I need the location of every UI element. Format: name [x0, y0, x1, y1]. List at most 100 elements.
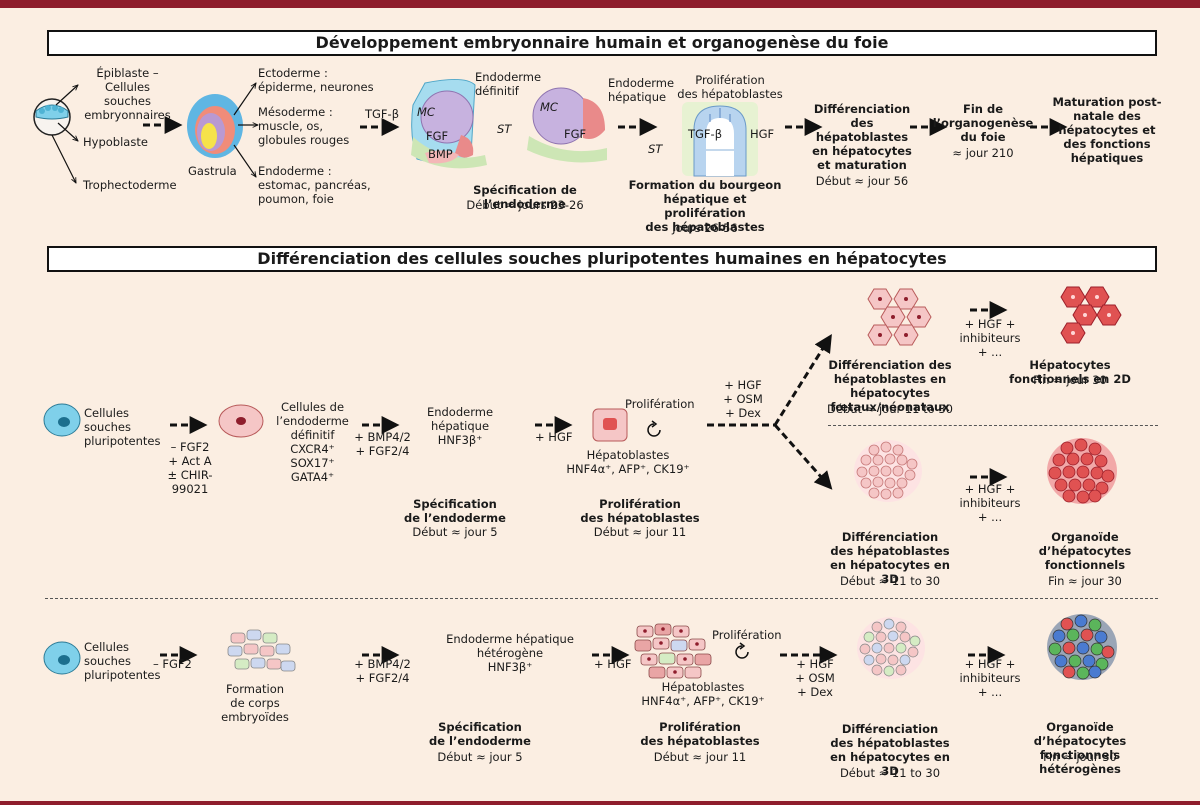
top-prolif-label: Prolifération des hépatoblastes	[677, 73, 783, 101]
bottom-stem-cell-icon	[43, 641, 81, 675]
mid-factors-1: – FGF2 + Act A ± CHIR-99021	[167, 440, 213, 496]
mesoderm-label: Mésoderme : muscle, os, globules rouges	[258, 105, 350, 147]
bottom-organoid-end: Fin ≈ jour 30	[1043, 750, 1117, 764]
mid-func2d-title: Hépatocytes fonctionnels en 2D	[1009, 358, 1131, 386]
postnatal-maturation-title: Maturation post- natale des hépatocytes …	[1052, 95, 1162, 165]
fgf-label-2: FGF	[564, 127, 587, 141]
top-section-title: Développement embryonnaire humain et org…	[47, 30, 1157, 56]
gastrula-label: Gastrula	[188, 164, 237, 178]
stem-cell-icon	[43, 403, 81, 437]
mid-stem-label: Cellules souches pluripotentes	[84, 406, 161, 448]
mid-arrow-3	[535, 416, 573, 434]
endoderm-spec-illustration	[411, 79, 487, 169]
bmp-label: BMP	[428, 147, 453, 161]
bottom-prolif-label: Prolifération	[712, 628, 782, 642]
gastrula-arrows	[233, 75, 262, 195]
bottom-spec-title: Spécification de l’endoderme	[429, 720, 531, 748]
mc-label-1: MC	[417, 105, 435, 119]
st-label-1: ST	[497, 122, 512, 136]
proliferation-cycle-icon	[647, 420, 661, 437]
mid-diff2d-start: Début ≈ jour 11 to 30	[826, 402, 953, 416]
organogenesis-end-title: Fin de l’organogenèse du foie	[932, 102, 1034, 144]
bottom-diff-title: Différenciation des hépatoblastes en hép…	[830, 722, 950, 778]
gastrula-illustration	[187, 94, 243, 158]
bottom-arrow-3	[592, 646, 630, 664]
bottom-frame-bar	[0, 801, 1200, 805]
mid-prolif-label: Prolifération	[625, 397, 695, 411]
bottom-arrow-5	[968, 646, 1006, 664]
hepatocyte-diff-title: Différenciation des hépatoblastes en hép…	[812, 102, 912, 172]
trophectoderm-label: Trophectoderme	[83, 178, 177, 192]
endoderm-label: Endoderme : estomac, pancréas, poumon, f…	[258, 164, 371, 206]
endoderm-spec-start: Début ≈ jours 23-26	[466, 198, 584, 212]
mid-factors-5: + HGF + inhibiteurs + ...	[959, 317, 1021, 359]
mid-diff3d-start: Début ≈ 11 to 30	[839, 574, 941, 588]
hypoblast-label: Hypoblaste	[83, 135, 148, 149]
bottom-arrow-1	[160, 646, 198, 664]
arrow-2	[360, 118, 400, 136]
heterogeneous-organoid-icon	[1047, 614, 1117, 680]
mid-factors-2: + BMP4/2 + FGF2/4	[354, 430, 411, 458]
bottom-factors-3: + HGF	[594, 657, 632, 671]
hepatic-endoderm-label: Endoderme hépatique	[608, 76, 675, 104]
bottom-diff-start: Début ≈ 11 to 30	[839, 766, 941, 780]
mid-func2d-end: Fin ≈ jour 30	[1033, 373, 1107, 387]
mid-factors-3: + HGF	[535, 430, 573, 444]
middle-section-title: Différenciation des cellules souches plu…	[47, 246, 1157, 272]
hepatoblast-spheroid-3d-icon	[854, 440, 922, 502]
liver-bud-days: Jours 26-56	[672, 221, 738, 235]
bottom-spec-start: Début ≈ jour 5	[437, 750, 523, 764]
ectoderm-label: Ectoderme : épiderme, neurones	[258, 66, 374, 94]
mid-factors-6: + HGF + inhibiteurs + ...	[959, 482, 1021, 524]
bottom-organoid-title: Organoïde d’hépatocytes fonctionnels hét…	[1033, 720, 1127, 776]
st-label-2: ST	[648, 142, 663, 156]
mid-hepatoblasts-label: Hépatoblastes HNF4α⁺, AFP⁺, CK19⁺	[566, 448, 690, 476]
definitive-endoderm-cell-icon	[218, 404, 264, 438]
mid-organoid-title: Organoïde d’hépatocytes fonctionnels	[1038, 530, 1132, 572]
functional-hepatocytes-2d-icon	[1060, 286, 1122, 344]
endoderm-spec-title: Spécification de l’endoderme	[473, 183, 577, 211]
bottom-arrow-2	[362, 646, 400, 664]
hepatocyte-diff-start: Début ≈ jour 56	[815, 174, 909, 188]
section-separator	[45, 598, 1158, 599]
epiblast-label: Épiblaste – Cellules souches embryonnair…	[84, 66, 171, 122]
blastocyst-illustration	[33, 98, 71, 136]
tgfb-label: TGF-β	[365, 107, 400, 121]
bottom-eb-label: Formation de corps embryoïdes	[221, 682, 289, 724]
bottom-hepatic-endoderm-label: Endoderme hépatique hétérogène HNF3β⁺	[446, 632, 574, 674]
tgfb-label-2: TGF-β	[688, 127, 723, 141]
mid-hepatic-endoderm-label: Endoderme hépatique HNF3β⁺	[426, 405, 494, 447]
fgf-label-1: FGF	[426, 129, 449, 143]
hgf-label-top: HGF	[750, 127, 775, 141]
liver-bud-illustration	[682, 102, 758, 177]
mid-diff3d-title: Différenciation des hépatoblastes en hép…	[830, 530, 950, 586]
hepatic-endoderm-illustration	[527, 87, 607, 163]
mid-prolif-start: Début ≈ jour 11	[593, 525, 687, 539]
arrow-5	[910, 118, 948, 136]
mid-spec-title: Spécification de l’endoderme	[404, 497, 506, 525]
mid-diff2d-title: Différenciation des hépatoblastes en hép…	[828, 358, 952, 414]
bottom-arrow-4	[780, 646, 838, 664]
arrow-3	[618, 118, 658, 136]
arrow-6	[1030, 118, 1068, 136]
definitive-endoderm-label: Endoderme définitif	[475, 70, 542, 98]
bottom-proliferation-cycle-icon	[735, 642, 749, 659]
bottom-factors-5: + HGF + inhibiteurs + ...	[959, 657, 1021, 699]
bottom-prolif-title: Prolifération des hépatoblastes	[640, 720, 760, 748]
liver-bud-title: Formation du bourgeon hépatique et proli…	[628, 178, 782, 234]
mid-arrow-3d	[970, 468, 1008, 486]
heterogeneous-spheroid-icon	[857, 617, 925, 679]
bottom-factors-4: + HGF + OSM + Dex	[795, 657, 835, 699]
hepatoblast-cell-icon	[592, 408, 628, 442]
mid-factors-4: + HGF + OSM + Dex	[723, 378, 763, 420]
mid-spec-start: Début ≈ jour 5	[412, 525, 498, 539]
mid-arrow-2d	[970, 301, 1008, 319]
mc-label-2: MC	[540, 100, 558, 114]
bottom-factors-2: + BMP4/2 + FGF2/4	[354, 657, 411, 685]
mid-arrow-2	[362, 416, 400, 434]
bottom-hepatoblasts-label: Hépatoblastes HNF4α⁺, AFP⁺, CK19⁺	[641, 680, 765, 708]
mid-inner-separator	[828, 425, 1158, 426]
arrow-1	[143, 116, 183, 134]
bottom-stem-label: Cellules souches pluripotentes	[84, 640, 161, 682]
branch-arrows	[707, 333, 833, 490]
